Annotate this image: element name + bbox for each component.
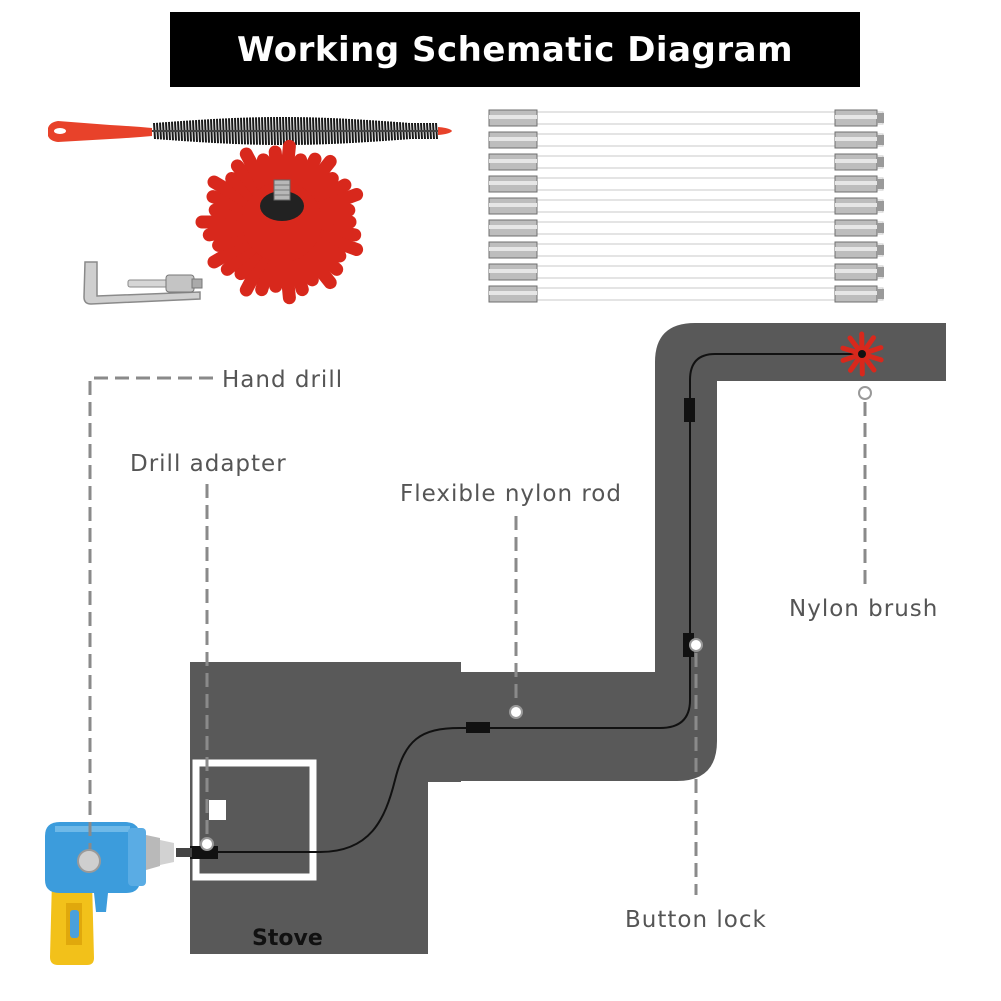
- flexible-nylon-rod-label: Flexible nylon rod: [400, 481, 622, 507]
- button-lock-connector: [683, 633, 694, 657]
- duct-collar: [428, 662, 461, 782]
- nylon-rod: [488, 131, 884, 149]
- stove-square: [209, 800, 226, 820]
- nylon-rod: [488, 263, 884, 281]
- nylon-brush-label: Nylon brush: [789, 596, 938, 622]
- nylon-rod-path: [190, 353, 862, 853]
- nylon-rods-set: [488, 109, 884, 303]
- brush-tip: [438, 127, 452, 135]
- brush-head-bristles: [195, 139, 364, 305]
- nylon-rod: [488, 109, 884, 127]
- stove-opening: [192, 759, 317, 881]
- nylon-rod: [488, 285, 884, 303]
- button-lock-label: Button lock: [625, 907, 767, 933]
- brush-head-hub: [260, 191, 304, 221]
- title-banner: Working Schematic Diagram: [170, 12, 860, 87]
- handle-hole: [54, 128, 66, 134]
- stove-label: Stove: [252, 926, 323, 951]
- nylon-rod: [488, 241, 884, 259]
- brush-handle: [48, 121, 152, 142]
- hand-drill-label: Hand drill: [222, 367, 343, 393]
- drill-adapter-dot: [200, 837, 214, 851]
- rod-connector: [466, 722, 490, 733]
- nylon-rod: [488, 197, 884, 215]
- nylon-rod: [488, 175, 884, 193]
- drill-adapter-part: [127, 274, 203, 293]
- stove-body: [190, 662, 428, 954]
- hand-drill-leader: [88, 376, 215, 857]
- drill-adapter-label: Drill adapter: [130, 451, 287, 477]
- long-bristle-brush: [48, 116, 452, 146]
- rod-connector-upper: [684, 398, 695, 422]
- nylon-rod: [488, 153, 884, 171]
- button-lock-dot: [689, 638, 703, 652]
- hand-drill-icon: [45, 822, 174, 965]
- nylon-rod: [488, 219, 884, 237]
- nylon-rod-dot: [509, 705, 523, 719]
- hand-drill-dot: [77, 849, 101, 873]
- vent-duct: [461, 323, 946, 781]
- nylon-brush-dot: [858, 386, 872, 400]
- drill-chuck-bit: [176, 848, 192, 857]
- round-nylon-brush-head: [195, 139, 364, 305]
- diagram-title: Working Schematic Diagram: [236, 29, 794, 70]
- hex-key-icon: [83, 261, 201, 305]
